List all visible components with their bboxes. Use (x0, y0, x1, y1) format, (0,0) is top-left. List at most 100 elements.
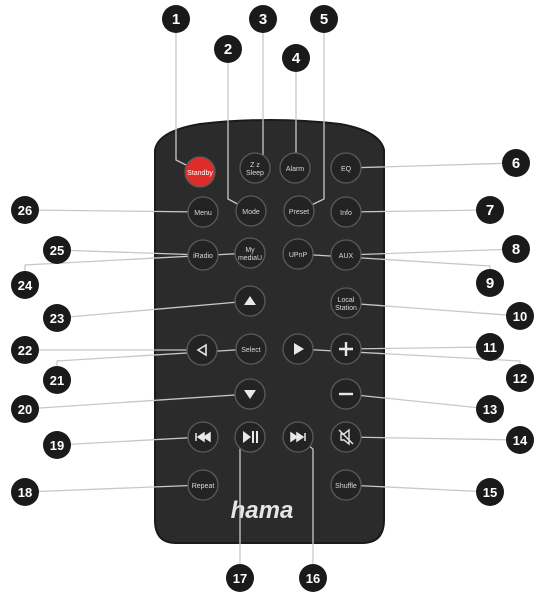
menu-button[interactable]: Menu (187, 196, 219, 228)
select-button[interactable]: Select (235, 333, 267, 365)
preset-button[interactable]: Preset (283, 195, 315, 227)
callout-number: 5 (320, 11, 328, 28)
info-button-face (330, 196, 362, 228)
eq-button-face (330, 152, 362, 184)
callout-number: 11 (483, 340, 497, 355)
play-button[interactable] (282, 333, 314, 365)
localstation-label: Local (338, 297, 355, 304)
callout-badge-1: 1 (162, 5, 190, 33)
next-button[interactable] (282, 421, 314, 453)
minus-button[interactable] (330, 378, 362, 410)
callout-number: 18 (18, 485, 32, 500)
callout-leader-8 (345, 248, 517, 256)
callout-number: 15 (483, 485, 497, 500)
callout-number: 21 (50, 373, 64, 388)
aux-button[interactable]: AUX (330, 239, 362, 271)
next-track-icon (290, 431, 306, 443)
callout-number: 25 (50, 243, 64, 258)
info-button[interactable]: Info (330, 196, 362, 228)
callout-leader-6 (345, 162, 517, 169)
callout-number: 19 (50, 438, 64, 453)
aux-button-face (330, 239, 362, 271)
mute-button[interactable] (330, 421, 362, 453)
callout-badge-8: 8 (502, 235, 530, 263)
callout-badge-11: 11 (476, 333, 504, 361)
iradio-label: iRadio (193, 253, 213, 260)
callout-badge-19: 19 (43, 431, 71, 459)
menu-button-face (187, 196, 219, 228)
left-button-face (186, 334, 218, 366)
callout-badge-26: 26 (11, 196, 39, 224)
previous-track-icon (195, 431, 211, 443)
callout-number: 6 (512, 155, 520, 172)
callout-badge-10: 10 (506, 302, 534, 330)
standby-label: Standby (187, 170, 213, 177)
shuffle-button[interactable]: Shuffle (330, 469, 362, 501)
eq-button[interactable]: EQ (330, 152, 362, 184)
callout-badge-25: 25 (43, 236, 71, 264)
callout-badge-18: 18 (11, 478, 39, 506)
play-pause-icon (243, 431, 258, 443)
up-button[interactable] (234, 285, 266, 317)
callout-badge-7: 7 (476, 196, 504, 224)
callout-number: 24 (18, 278, 33, 293)
alarm-button[interactable]: Alarm (279, 152, 311, 184)
callout-leader-25 (56, 249, 204, 256)
shuffle-label: Shuffle (335, 483, 357, 490)
callout-leader-11 (345, 346, 491, 350)
callout-badge-17: 17 (226, 564, 254, 592)
plus-button[interactable] (330, 333, 362, 365)
playpause-button[interactable] (234, 421, 266, 453)
select-label: Select (241, 347, 261, 354)
alarm-button-face (279, 152, 311, 184)
callout-badge-13: 13 (476, 395, 504, 423)
alarm-label: Alarm (286, 166, 304, 173)
callout-leader-7 (345, 209, 491, 213)
down-button[interactable] (234, 378, 266, 410)
callout-badge-23: 23 (43, 304, 71, 332)
callout-badge-2: 2 (214, 35, 242, 63)
callout-badges: 1234567891011121314151617181920212223242… (11, 5, 534, 592)
callout-badge-3: 3 (249, 5, 277, 33)
mute-icon (338, 428, 354, 446)
callout-number: 13 (483, 402, 497, 417)
upnp-button[interactable]: UPnP (282, 238, 314, 270)
callout-leader-23 (56, 300, 251, 319)
plus-icon (339, 342, 353, 356)
mode-button[interactable]: Mode (235, 195, 267, 227)
callout-number: 3 (259, 11, 267, 28)
callout-number: 26 (18, 203, 32, 218)
sleep-button-face (239, 152, 271, 184)
callout-badge-22: 22 (11, 336, 39, 364)
left-button[interactable] (186, 334, 218, 366)
callout-badge-20: 20 (11, 395, 39, 423)
upnp-label: UPnP (289, 252, 308, 259)
preset-button-face (283, 195, 315, 227)
callout-number: 2 (224, 41, 232, 58)
repeat-button[interactable]: Repeat (187, 469, 219, 501)
callout-badge-9: 9 (476, 269, 504, 297)
callout-badge-12: 12 (506, 364, 534, 392)
iradio-button[interactable]: iRadio (187, 239, 219, 271)
callout-number: 12 (513, 371, 527, 386)
preset-label: Preset (289, 209, 309, 216)
upnp-button-face (282, 238, 314, 270)
callout-number: 22 (18, 343, 32, 358)
callout-number: 10 (513, 309, 527, 324)
callout-badge-6: 6 (502, 149, 530, 177)
callout-leader-20 (24, 393, 251, 410)
play-icon (294, 343, 304, 355)
standby-button[interactable]: Standby (184, 156, 216, 188)
localstation-button-face (330, 287, 362, 319)
mymedia-button-face (234, 237, 266, 269)
brand-logo: hama (231, 497, 294, 524)
callout-leader-13 (345, 393, 491, 410)
callout-number: 1 (172, 11, 180, 28)
shuffle-button-face (330, 469, 362, 501)
prev-button[interactable] (187, 421, 219, 453)
